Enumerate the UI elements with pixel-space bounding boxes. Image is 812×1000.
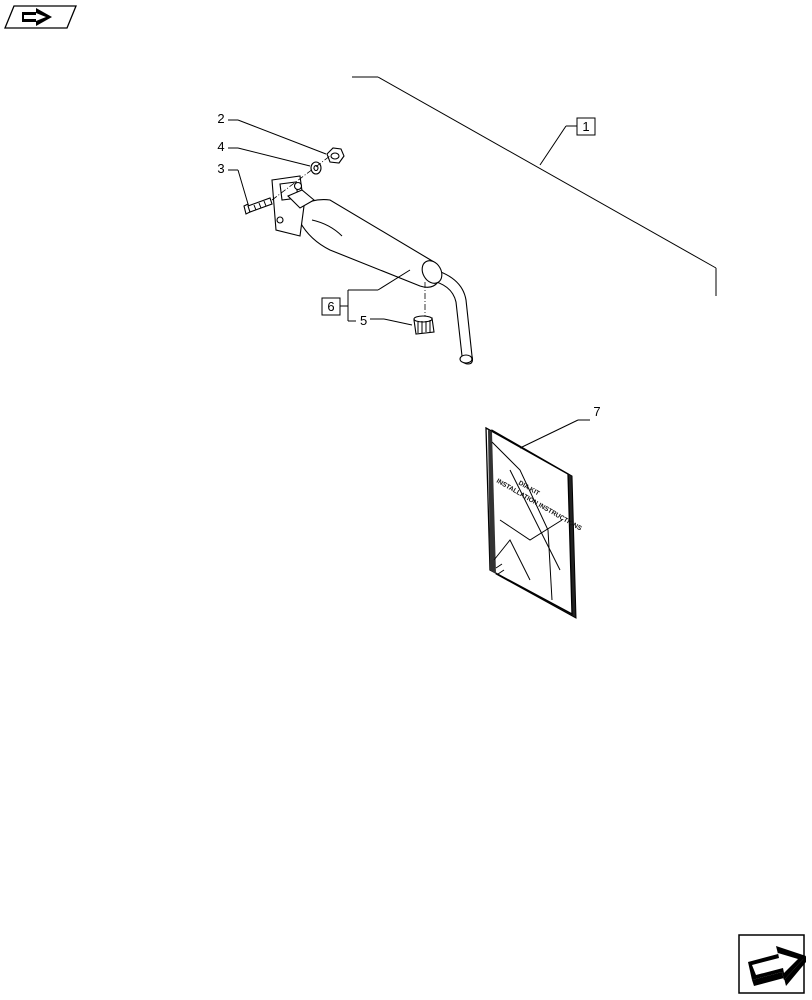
svg-text:7: 7 <box>593 404 600 419</box>
next-page-arrow-icon <box>748 946 806 986</box>
svg-text:3: 3 <box>217 161 224 176</box>
prev-page-arrow-icon <box>22 8 52 26</box>
bolt-part-3 <box>243 197 273 215</box>
callout-5: 5 <box>348 313 413 328</box>
next-page-button[interactable] <box>738 934 806 994</box>
svg-text:6: 6 <box>327 299 334 314</box>
callout-3: 3 <box>217 161 249 205</box>
prev-page-button[interactable] <box>4 5 77 29</box>
cap-part-5 <box>413 315 435 335</box>
callout-2: 2 <box>217 111 327 155</box>
callout-4: 4 <box>217 139 311 167</box>
callout-6: 6 <box>321 269 411 321</box>
svg-text:2: 2 <box>217 111 224 126</box>
svg-text:4: 4 <box>217 139 224 154</box>
callout-1: 1 <box>576 117 596 136</box>
nut-part-2 <box>326 147 345 164</box>
svg-text:1: 1 <box>582 119 589 134</box>
callout-7: 7 <box>519 404 601 449</box>
assembly-bracket-1 <box>352 76 717 296</box>
instruction-booklet-part-7: DIA KIT INSTALLATION INSTRUCTIONS <box>485 426 583 619</box>
lever-handle-assembly <box>271 175 474 365</box>
svg-text:5: 5 <box>360 313 367 328</box>
